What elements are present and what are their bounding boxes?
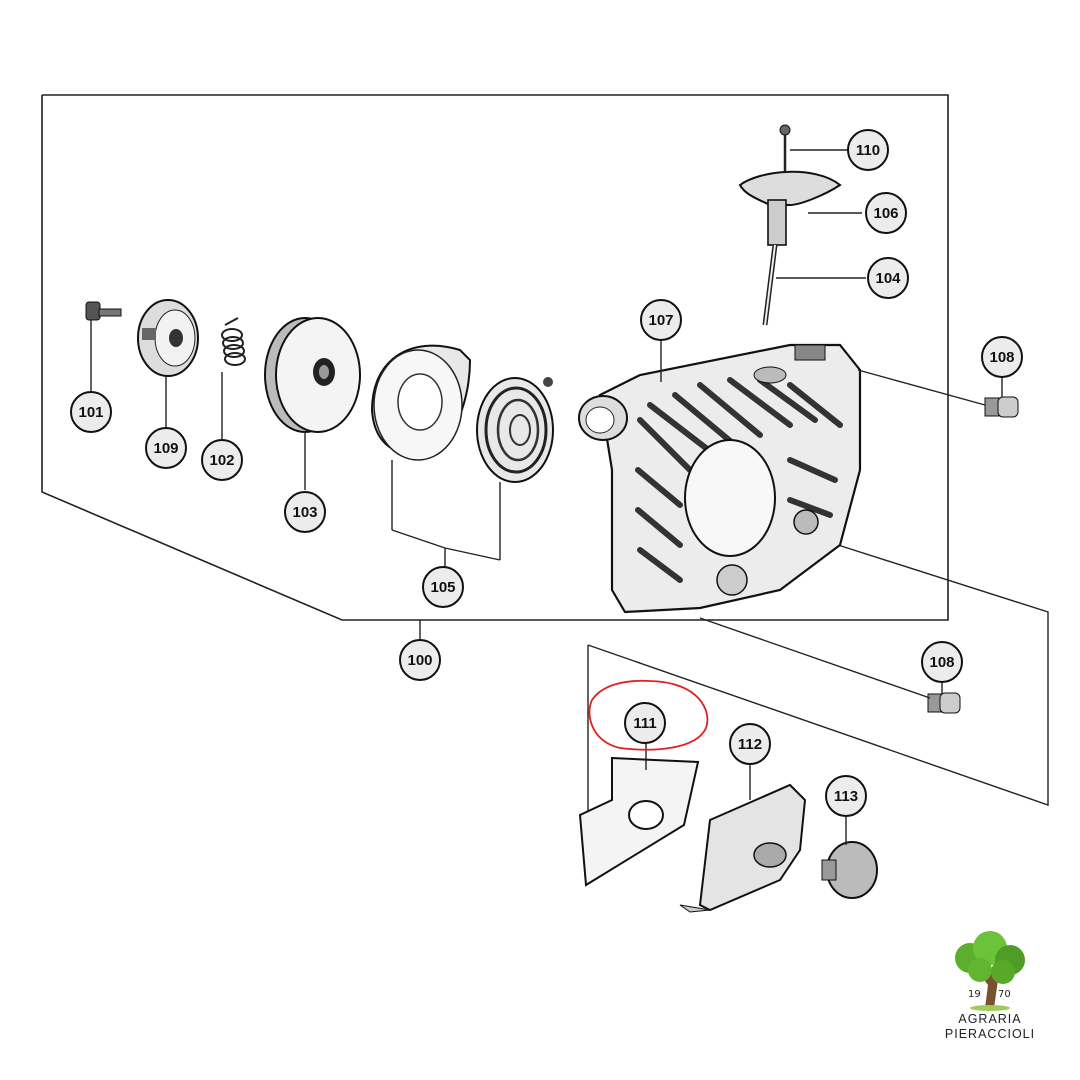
callout-112: 112	[729, 723, 771, 765]
part-cover-112	[679, 760, 807, 913]
callout-106: 106	[865, 192, 907, 234]
callout-102: 102	[201, 439, 243, 481]
part-screw-108-bottom	[699, 617, 961, 714]
brand-tree-logo: 19 70	[955, 931, 1025, 1011]
part-rope-pulley-103	[264, 317, 361, 490]
brand-line-2: PIERACCIOLI	[944, 1027, 1036, 1041]
callout-label: 108	[929, 654, 954, 671]
callout-100: 100	[399, 639, 441, 681]
brand-line-1: AGRARIA	[958, 1012, 1022, 1026]
subassembly-frame	[587, 544, 1049, 806]
part-recoil-spring	[476, 377, 554, 560]
callout-label: 102	[209, 452, 234, 469]
highlight-circle-111	[588, 679, 709, 751]
callout-109: 109	[145, 427, 187, 469]
callout-110: 110	[847, 129, 889, 171]
callout-label: 113	[834, 788, 858, 805]
part-screw-101	[85, 301, 122, 392]
callout-label: 109	[153, 440, 178, 457]
part-handle-assembly	[738, 124, 866, 326]
callout-107: 107	[640, 299, 682, 341]
part-spring-cover	[370, 344, 472, 530]
part-plate-111	[578, 742, 700, 887]
callout-label: 105	[430, 579, 455, 596]
callout-105: 105	[422, 566, 464, 608]
callout-111: 111	[624, 702, 666, 744]
callout-label: 103	[292, 504, 317, 521]
callout-101: 101	[70, 391, 112, 433]
callout-label: 101	[78, 404, 103, 421]
callout-104: 104	[867, 257, 909, 299]
part-knob-113	[821, 812, 878, 899]
callout-label: 107	[648, 312, 673, 329]
callout-113: 113	[825, 775, 867, 817]
callout-label: 100	[407, 652, 432, 669]
callout-108-top: 108	[981, 336, 1023, 378]
brand-year-left: 19	[968, 989, 981, 1000]
part-spring-102	[221, 317, 246, 440]
assembly-frame	[41, 94, 949, 621]
callout-label: 106	[873, 205, 898, 222]
brand-year-right: 70	[998, 989, 1011, 1000]
callout-label: 111	[633, 715, 656, 732]
callout-label: 112	[738, 736, 762, 753]
callout-108-bottom: 108	[921, 641, 963, 683]
part-screw-108-top	[857, 369, 1019, 418]
callout-label: 104	[875, 270, 901, 287]
part-pulley-109	[137, 299, 199, 428]
callout-label: 108	[989, 349, 1014, 366]
part-starter-housing-107	[578, 340, 862, 614]
callout-label: 110	[856, 142, 880, 159]
callout-103: 103	[284, 491, 326, 533]
brand-name: AGRARIA PIERACCIOLI	[920, 1012, 1060, 1042]
bracket-105	[391, 529, 501, 561]
